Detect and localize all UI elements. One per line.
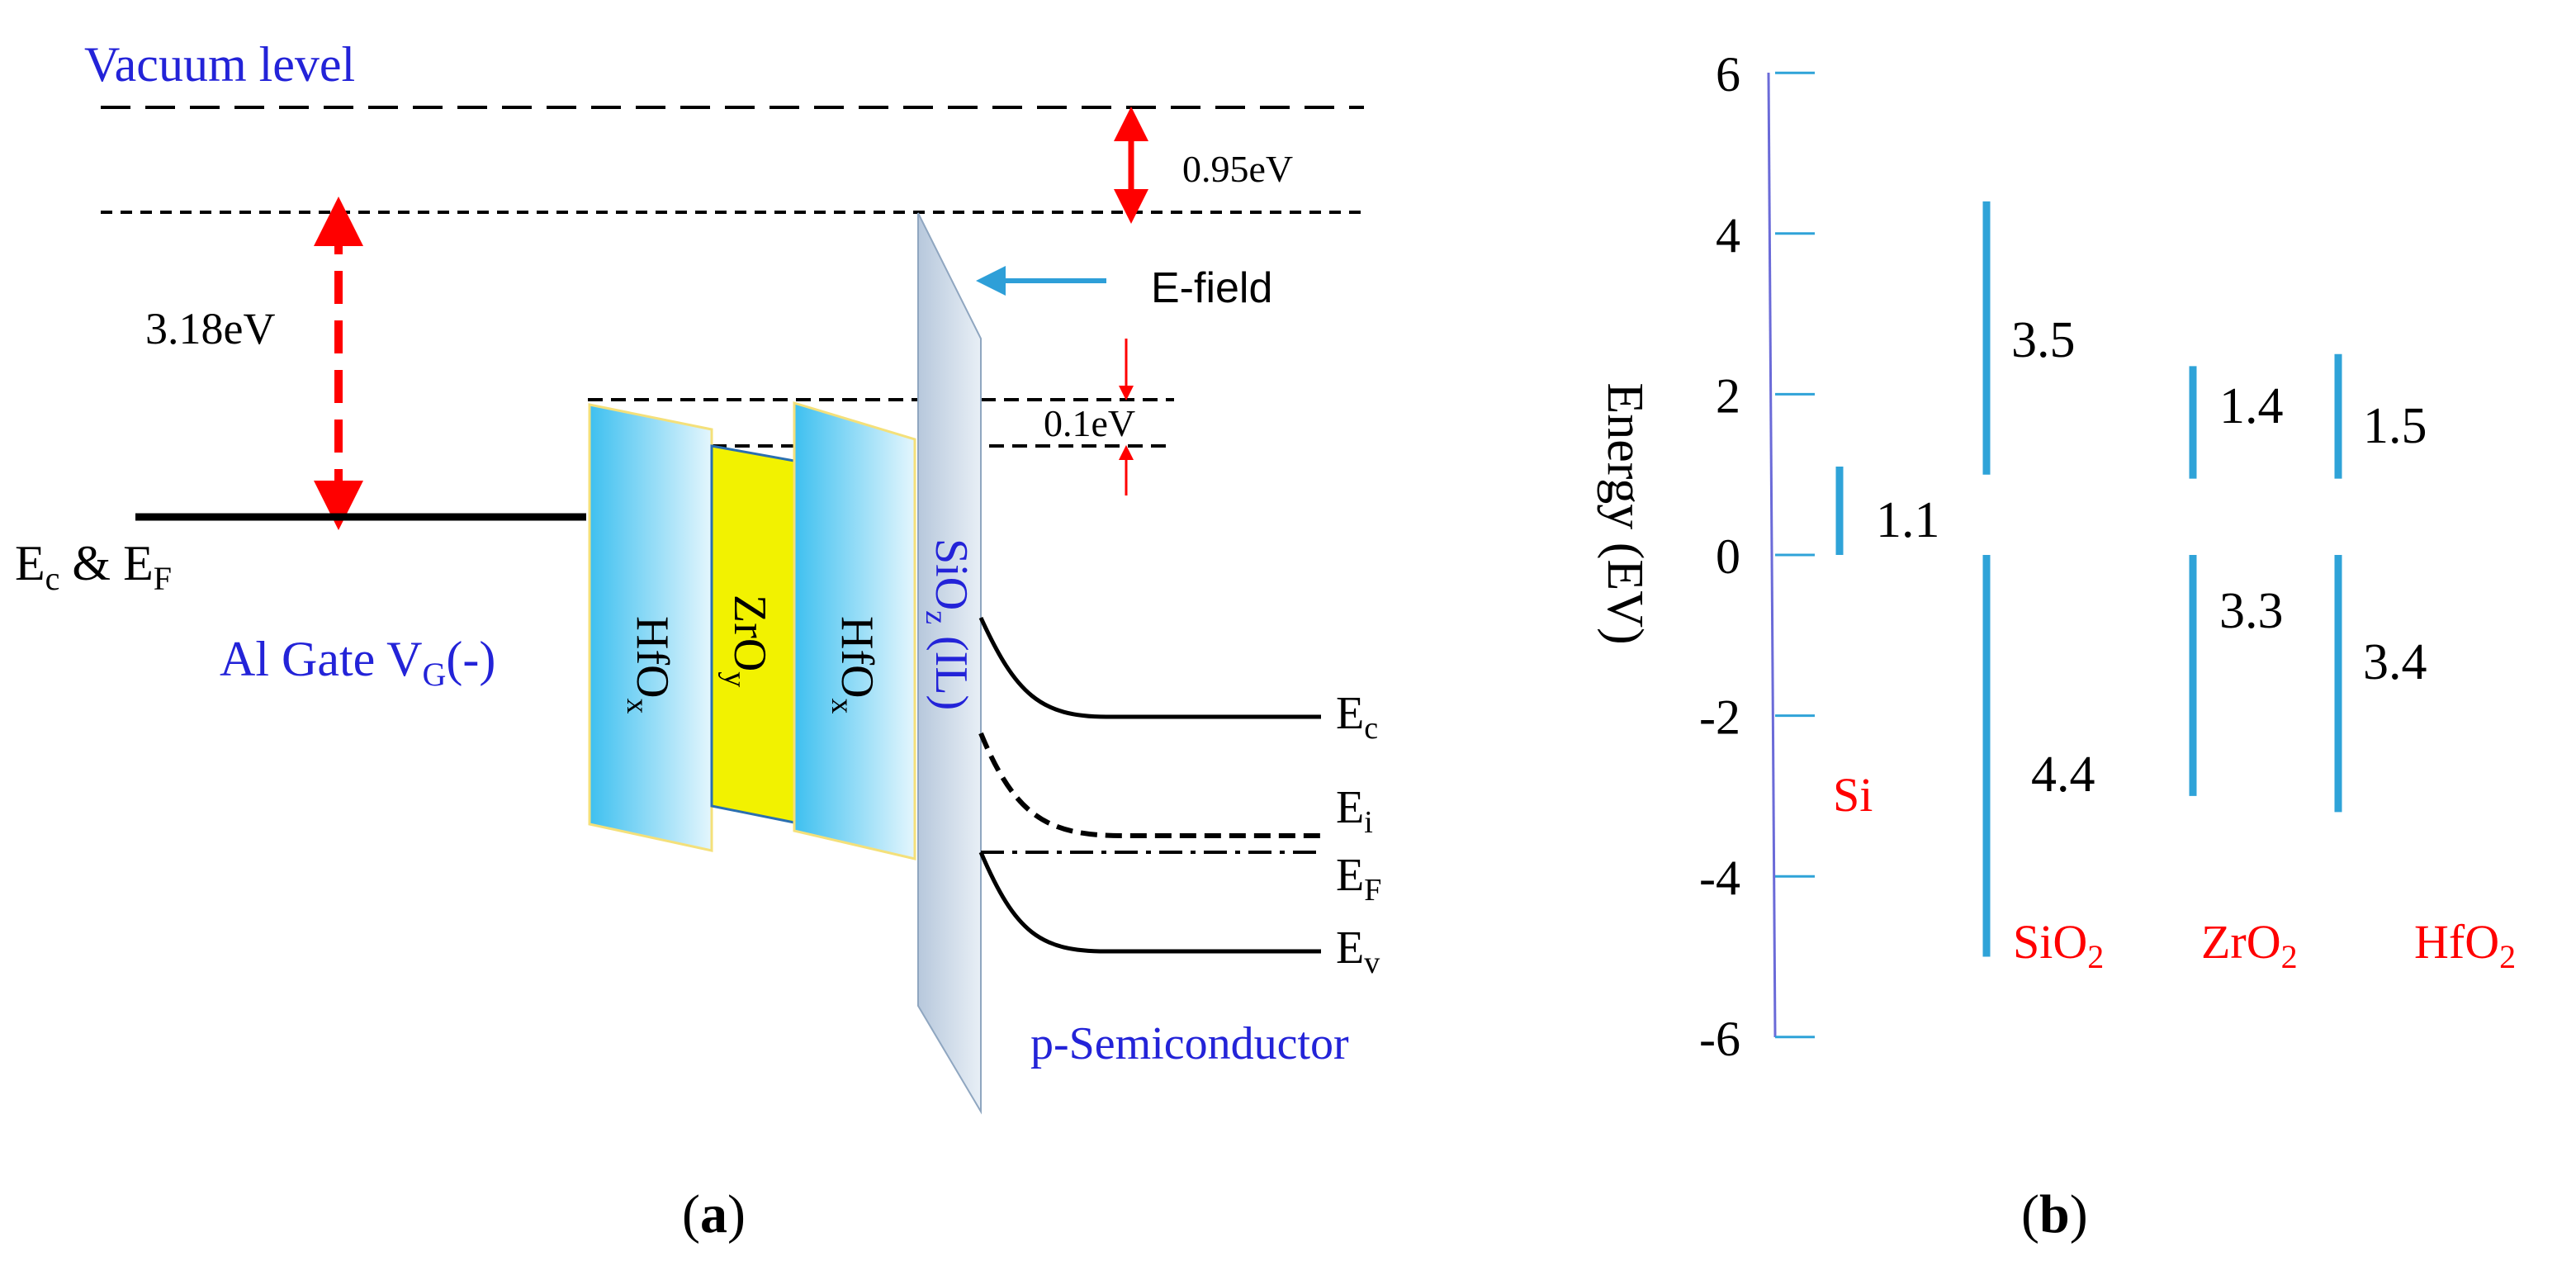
si-gap-label: 1.1 [1876, 492, 1940, 548]
ev-band-curve [978, 851, 1321, 954]
y-axis-title: Energy (EV) [1597, 382, 1653, 644]
y-tick-label: 6 [1716, 47, 1740, 102]
vacuum-level-label: Vacuum level [84, 37, 355, 92]
ec-band-curve [978, 616, 1321, 719]
hfo-left-label: HfOx [620, 616, 678, 714]
y-tick-label: -2 [1699, 690, 1740, 745]
sio-interlayer [917, 212, 982, 1115]
sio2-vb-label: 4.4 [2031, 747, 2095, 803]
zro-label: ZrOy [717, 595, 775, 687]
caption-a: (a) [682, 1184, 746, 1244]
sio-label: SiOz (IL) [919, 538, 977, 710]
material-hfo2: HfO2 [2414, 915, 2516, 975]
y-axis-line [1767, 72, 1777, 1038]
ec-label: Ec [1336, 688, 1378, 746]
panel-a: Vacuum level 0.95eV 3.18eV Ec & EF Al Ga… [15, 37, 1381, 1244]
hfo-right-label: HfOx [825, 616, 883, 714]
gap-gate-label: 3.18eV [145, 304, 275, 353]
ei-band-curve [978, 732, 1321, 838]
sio2-cb-label: 3.5 [2011, 312, 2076, 368]
material-zro2: ZrO2 [2201, 915, 2298, 975]
al-gate-label: Al Gate VG(-) [220, 632, 495, 693]
efield-label: E-field [1151, 264, 1272, 312]
hfo2-vb-label: 3.4 [2363, 634, 2427, 690]
band-offset-bars [1835, 201, 2342, 957]
gap-top-label: 0.95eV [1182, 148, 1293, 190]
caption-b: (b) [2021, 1184, 2088, 1244]
panel-b: Energy (EV) 6 4 2 0 -2 -4 -6 1.1 3.5 4.4 1.4 3… [1597, 47, 2516, 1244]
ef-label: EF [1336, 850, 1381, 908]
zro2-cb-label: 1.4 [2219, 378, 2284, 434]
ev-label: Ev [1336, 922, 1380, 980]
hfo-left-layer [588, 403, 713, 852]
y-tick-label: 0 [1716, 529, 1740, 584]
ei-label: Ei [1336, 782, 1373, 840]
y-tick-label: -4 [1699, 851, 1740, 905]
material-sio2: SiO2 [2013, 915, 2104, 975]
y-tick-label: 2 [1716, 368, 1740, 423]
gate-ec-ef-label: Ec & EF [15, 536, 172, 597]
y-axis-ticks: 6 4 2 0 -2 -4 -6 [1699, 47, 1815, 1066]
zro2-vb-label: 3.3 [2219, 583, 2284, 639]
y-tick-label: -6 [1699, 1012, 1740, 1066]
hfo-right-layer [793, 401, 916, 860]
semiconductor-label: p-Semiconductor [1030, 1018, 1349, 1069]
hfo2-cb-label: 1.5 [2363, 398, 2427, 454]
y-tick-label: 4 [1716, 208, 1740, 263]
gap-small-label: 0.1eV [1044, 402, 1135, 444]
material-si: Si [1833, 768, 1873, 822]
